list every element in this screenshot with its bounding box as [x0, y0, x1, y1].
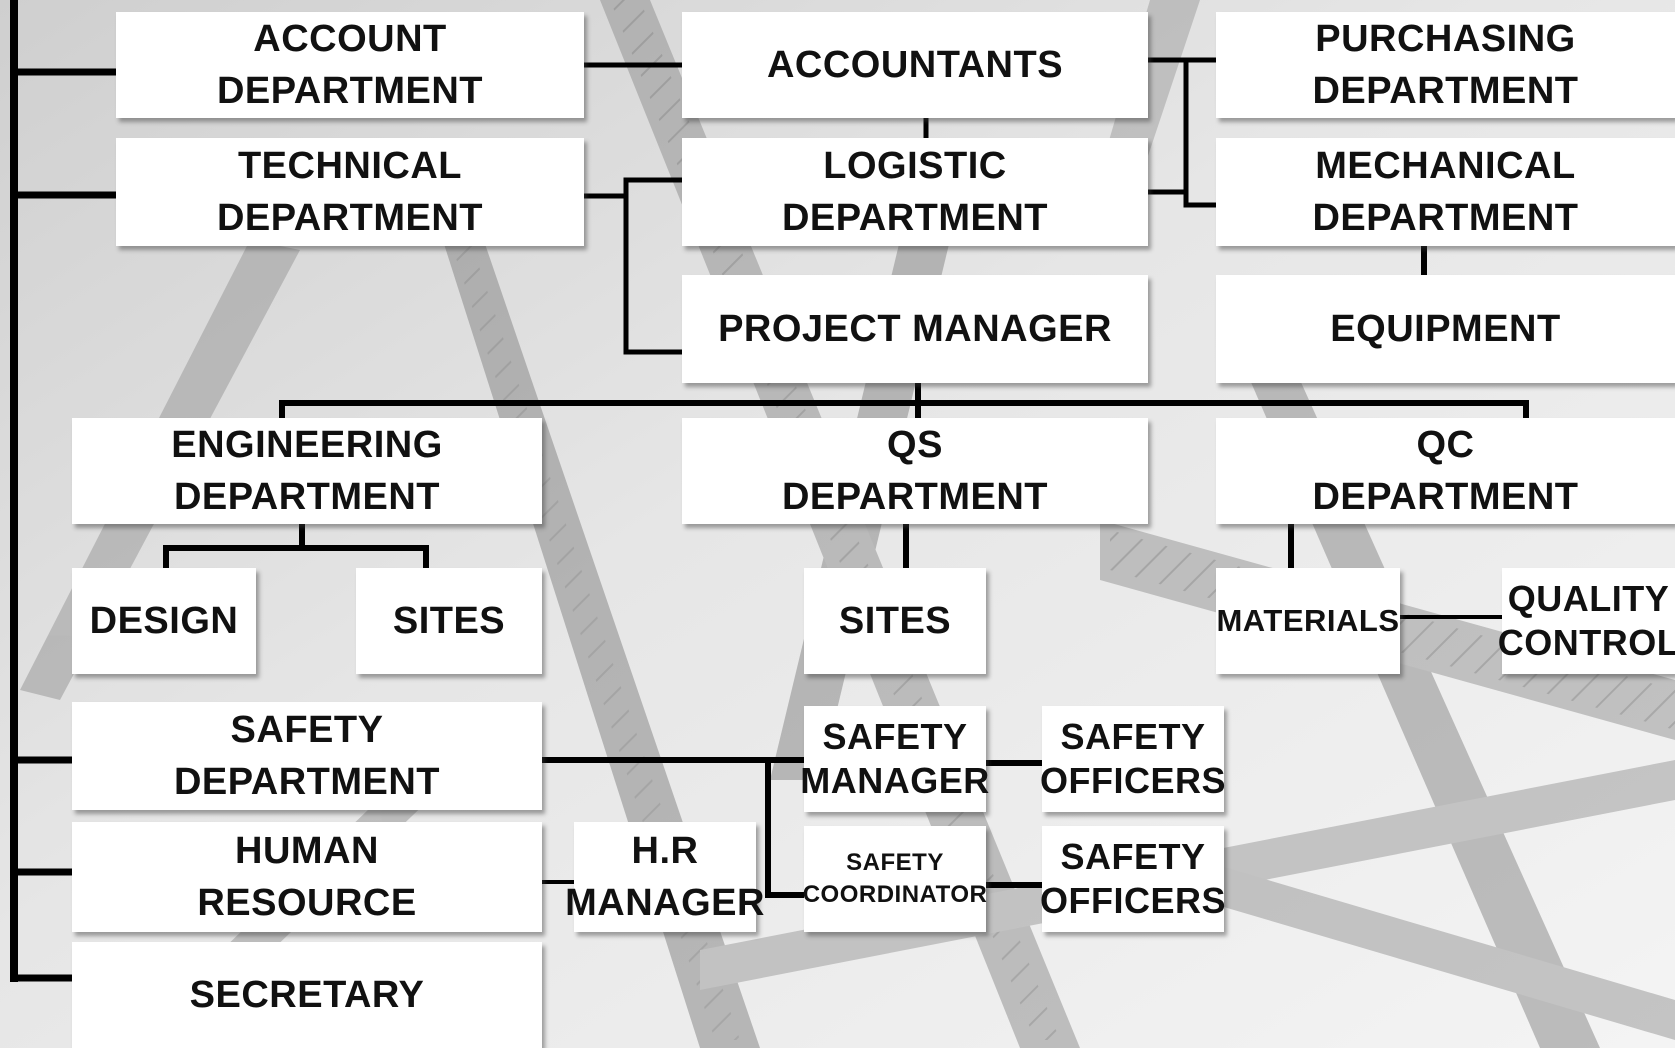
safety-department-box: SAFETY DEPARTMENT: [72, 702, 542, 810]
accountants-box: ACCOUNTANTS: [682, 12, 1148, 118]
qs-sites-box: SITES: [804, 568, 986, 674]
technical-department-box: TECHNICAL DEPARTMENT: [116, 138, 584, 246]
qs-department-box: QS DEPARTMENT: [682, 418, 1148, 524]
qc-department-box: QC DEPARTMENT: [1216, 418, 1675, 524]
hr-manager-box: H.R MANAGER: [565, 822, 764, 932]
project-manager-box: PROJECT MANAGER: [682, 275, 1148, 383]
human-resource-box: HUMAN RESOURCE: [72, 822, 542, 932]
mechanical-department-box: MECHANICAL DEPARTMENT: [1216, 138, 1675, 246]
engineering-department-box: ENGINEERING DEPARTMENT: [72, 418, 542, 524]
design-box: DESIGN: [72, 568, 256, 674]
engineering-sites-box: SITES: [356, 568, 542, 674]
secretary-box: SECRETARY: [72, 942, 542, 1048]
materials-box: MATERIALS: [1216, 568, 1400, 674]
quality-control-box: QUALITY CONTROL: [1498, 568, 1675, 674]
safety-coordinator-box: SAFETY COORDINATOR: [803, 826, 987, 932]
safety-officers-box: SAFETY OFFICERS: [1040, 706, 1226, 812]
purchasing-department-box: PURCHASING DEPARTMENT: [1216, 12, 1675, 118]
logistic-department-box: LOGISTIC DEPARTMENT: [682, 138, 1148, 246]
safety-manager-box: SAFETY MANAGER: [800, 706, 989, 812]
safety-officers-box-2: SAFETY OFFICERS: [1040, 826, 1226, 932]
account-department-box: ACCOUNT DEPARTMENT: [116, 12, 584, 118]
equipment-box: EQUIPMENT: [1216, 275, 1675, 383]
